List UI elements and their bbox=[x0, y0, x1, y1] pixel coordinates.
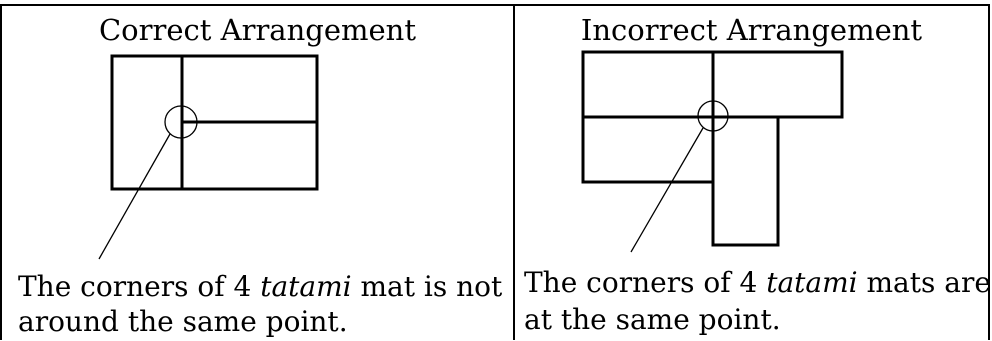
left-panel-caption-line-1: The corners of 4 tatami mat is not bbox=[18, 268, 502, 306]
right-caption-text-b: mats are bbox=[857, 266, 991, 299]
right-top-left-mat bbox=[581, 50, 715, 119]
right-panel-caption-line-1: The corners of 4 tatami mats are bbox=[524, 264, 991, 302]
right-highlight-circle bbox=[697, 100, 729, 132]
left-highlight-circle bbox=[164, 105, 198, 139]
right-caption-emphasis: tatami bbox=[766, 266, 858, 299]
left-caption-text-b: mat is not bbox=[351, 270, 503, 303]
left-caption-emphasis: tatami bbox=[260, 270, 352, 303]
right-top-right-mat bbox=[711, 50, 844, 119]
right-caption-text-a: The corners of 4 bbox=[524, 266, 767, 299]
left-tatami-diagram bbox=[110, 54, 319, 191]
right-tatami-diagram bbox=[581, 50, 844, 247]
right-panel-caption-line-2: at the same point. bbox=[524, 303, 781, 336]
right-panel-title: Incorrect Arrangement bbox=[580, 13, 923, 47]
right-bottom-right-mat bbox=[711, 115, 780, 247]
right-bottom-left-mat bbox=[581, 115, 715, 184]
left-panel-caption-line-2: around the same point. bbox=[18, 305, 348, 338]
center-divider bbox=[513, 4, 515, 340]
right-pointer-line bbox=[630, 127, 704, 253]
left-pointer-line bbox=[98, 133, 171, 260]
left-panel-title: Correct Arrangement bbox=[98, 13, 416, 47]
right-border bbox=[988, 4, 990, 340]
left-border bbox=[0, 4, 2, 340]
left-caption-text-a: The corners of 4 bbox=[18, 270, 261, 303]
top-border bbox=[0, 4, 990, 6]
